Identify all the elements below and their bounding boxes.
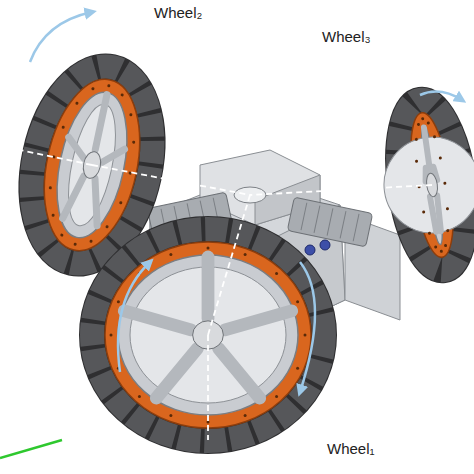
axis-line [250,185,432,195]
axis-line [207,335,209,440]
omni-wheel [92,229,324,441]
wheel-label: Wheel₁ [325,440,377,457]
axis-line [20,150,92,165]
axis-line [92,165,250,195]
fastener [305,245,315,255]
rotation-arrow [300,262,315,392]
rotation-arrow [420,91,462,100]
drive-motor [287,197,372,247]
wheel-label: Wheel₃ [320,28,373,45]
rotation-arrow [30,12,92,62]
axis-line [0,440,62,458]
omni-wheel [372,93,474,277]
wheel-label: Wheel₂ [152,4,204,21]
axis-line [208,195,250,335]
fastener [320,240,330,250]
rotation-arrow [118,262,150,372]
